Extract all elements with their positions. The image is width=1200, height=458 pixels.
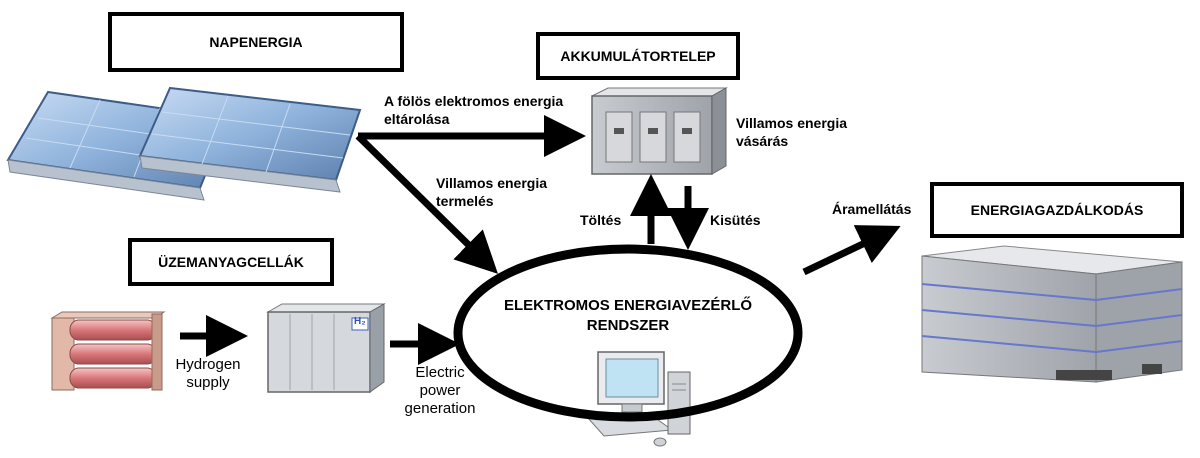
electric-generation-line-2: power <box>419 382 461 399</box>
fuel-cell-tag: H₂ <box>354 316 366 327</box>
energy-management-title: ENERGIAGAZDÁLKODÁS <box>970 202 1144 218</box>
solar-energy-box: NAPENERGIA <box>108 12 404 72</box>
charging-label: Töltés <box>580 212 622 228</box>
hydrogen-tank-icon <box>50 311 166 391</box>
surplus-storage-line-2: eltárolása <box>384 111 450 127</box>
hydrogen-supply-line-1: Hydrogen <box>175 356 241 373</box>
office-building-icon <box>921 245 1183 383</box>
solar-energy-title: NAPENERGIA <box>209 34 303 50</box>
control-system-label: ELEKTROMOS ENERGIAVEZÉRLŐ RENDSZER <box>488 296 768 336</box>
generation-line-2: termelés <box>436 193 494 209</box>
purchase-line-1: Villamos energia <box>736 115 848 131</box>
generation-arrow <box>355 133 498 274</box>
generation-label: Villamos energia termelés <box>436 174 547 210</box>
energy-management-box: ENERGIAGAZDÁLKODÁS <box>930 182 1184 238</box>
purchase-line-2: vásárás <box>736 133 789 149</box>
discharging-label: Kisütés <box>710 212 761 228</box>
fuel-cells-title: ÜZEMANYAGCELLÁK <box>158 254 304 270</box>
control-system-line-2: RENDSZER <box>586 317 670 334</box>
generation-line-1: Villamos energia <box>436 175 548 191</box>
power-supply-label: Áramellátás <box>832 201 912 217</box>
electric-generation-label: Electric power generation <box>392 364 488 418</box>
electric-generation-line-1: Electric <box>415 364 465 381</box>
battery-box: AKKUMULÁTORTELEP <box>536 32 740 80</box>
solar-panel-icon <box>6 86 362 201</box>
battery-building-icon <box>591 87 728 175</box>
computer-icon <box>586 351 691 447</box>
surplus-storage-line-1: A fölös elektromos energia <box>384 93 564 109</box>
battery-title: AKKUMULÁTORTELEP <box>560 48 716 64</box>
fuel-cell-icon <box>266 303 386 393</box>
hydrogen-supply-label: Hydrogen supply <box>168 356 248 392</box>
hydrogen-supply-line-2: supply <box>186 374 230 391</box>
electric-generation-line-3: generation <box>404 400 476 417</box>
control-system-line-1: ELEKTROMOS ENERGIAVEZÉRLŐ <box>503 297 753 314</box>
fuel-cells-box: ÜZEMANYAGCELLÁK <box>128 238 334 286</box>
purchase-label: Villamos energia vásárás <box>736 114 847 150</box>
power-supply-arrow <box>802 225 901 276</box>
surplus-storage-label: A fölös elektromos energia eltárolása <box>384 92 563 128</box>
